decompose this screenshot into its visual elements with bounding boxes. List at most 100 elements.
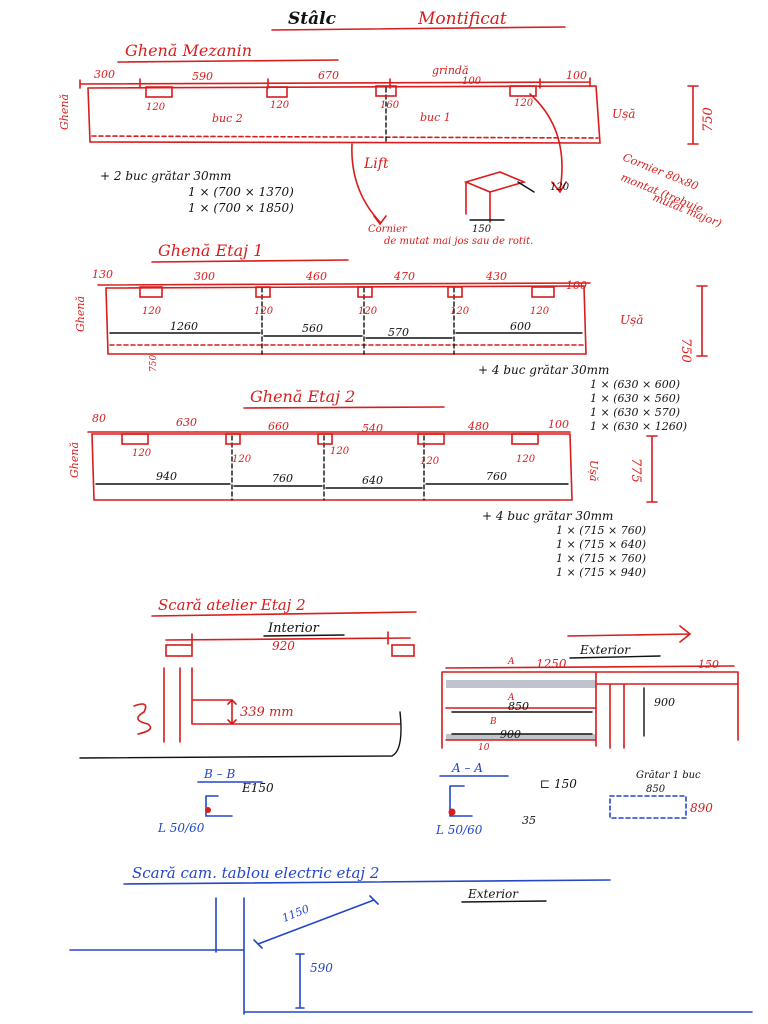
- s2-bdim-2: 560: [302, 322, 323, 335]
- s2-bdim-1: 1260: [170, 320, 198, 333]
- s1-buc2: buc 2: [212, 112, 243, 125]
- s4-interior: Interior: [267, 621, 320, 636]
- s3-note-5: 1 × (715 × 940): [556, 566, 646, 579]
- s1-dim-3: 670: [318, 69, 339, 82]
- s3-dim-4: 540: [362, 422, 383, 435]
- s4-step-left: [165, 644, 193, 657]
- s4-mark-a1: A: [507, 657, 515, 667]
- s2-open-5: 120: [530, 306, 550, 317]
- s3-height-line: [646, 435, 658, 503]
- s5-vert: [295, 953, 305, 1009]
- s3-bdim-4: 760: [486, 470, 507, 483]
- s5-diag-val: 1150: [280, 902, 311, 925]
- s2-dim-4: 470: [393, 270, 415, 283]
- s3-left-label: Ghenă: [68, 442, 81, 478]
- s3-bdim-1: 940: [156, 470, 177, 483]
- s1-title-underline: [117, 59, 339, 63]
- s4-g890: 890: [690, 801, 713, 815]
- s3-title: Ghenă Etaj 2: [250, 387, 355, 406]
- s4-mark-b: B: [489, 717, 497, 727]
- s4-ext-frame: [441, 671, 739, 749]
- s4-width-line: [165, 631, 411, 645]
- s4-height: 339 mm: [240, 705, 294, 720]
- s4-stair-body: [163, 667, 401, 743]
- s4-bb-title: B – B: [203, 767, 235, 781]
- s4-ext-side: 900: [654, 696, 675, 709]
- s5-title: Scară cam. tablou electric etaj 2: [132, 864, 379, 882]
- s5-exterior-underline: [461, 900, 547, 903]
- s1-dim-4: grindă: [432, 64, 469, 77]
- s1-angle-detail: [463, 171, 527, 223]
- s4-gratar: Grătar 1 buc: [636, 770, 701, 781]
- s3-dim-1: 80: [92, 412, 106, 425]
- s1-height-line: [687, 85, 699, 145]
- s2-dim-3: 460: [305, 270, 327, 283]
- s1-buc1: buc 1: [420, 111, 451, 124]
- s3-opening-4: [417, 433, 445, 445]
- s1-angle-dims: [469, 181, 535, 221]
- s1-note-2: 1 × (700 × 1370): [188, 185, 294, 199]
- s4-aa-profile: [449, 785, 473, 817]
- s5-exterior: Exterior: [467, 887, 519, 901]
- s4-gratar-rect: [609, 795, 687, 819]
- s4-bb-profile: [205, 795, 233, 817]
- s5-wall: [69, 897, 753, 1015]
- s1-note-1: + 2 buc grătar 30mm: [100, 169, 231, 183]
- s2-opening-4: [447, 286, 463, 298]
- s2-left-label: Ghenă: [74, 296, 87, 332]
- s2-right-label: Ușă: [620, 313, 643, 327]
- s1-cornier-arrow: [529, 93, 567, 194]
- s2-bdim-3: 570: [388, 326, 409, 339]
- s1-cornier-b1: Cornier: [368, 224, 408, 235]
- s1-open-2: 120: [270, 100, 290, 111]
- s4-exterior: Exterior: [579, 643, 631, 657]
- s4-aa-l50: L 50/60: [435, 823, 483, 837]
- s1-open-1: 120: [146, 102, 166, 113]
- s1-open-4: 120: [514, 98, 534, 109]
- s2-dim-2: 300: [194, 270, 215, 283]
- s3-dim-5: 480: [467, 420, 489, 433]
- s4-bb-weld: [205, 807, 211, 813]
- s3-open-5: 120: [516, 454, 536, 465]
- s3-opening-2: [225, 433, 241, 445]
- s3-bdim-3: 640: [362, 474, 383, 487]
- s2-bottom-dims: [109, 332, 583, 339]
- s4-ext-mid: 850: [508, 700, 529, 713]
- s2-opening-1: [139, 286, 163, 298]
- s1-opening-3: [375, 85, 397, 97]
- s2-small: 750: [149, 355, 159, 372]
- s3-bdim-2: 760: [272, 472, 293, 485]
- s3-opening-3: [317, 433, 333, 445]
- s2-dim-5: 430: [485, 270, 507, 283]
- s2-dimline: [97, 282, 591, 286]
- s3-note-1: + 4 buc grătar 30mm: [482, 509, 613, 523]
- s2-height: 750: [678, 338, 693, 363]
- s1-cornier-b2: de mutat mai jos sau de rotit.: [384, 236, 533, 247]
- s2-title: Ghenă Etaj 1: [158, 241, 263, 260]
- s2-height-line: [696, 285, 708, 357]
- s2-opening-3: [357, 286, 373, 298]
- s3-title-underline: [243, 406, 445, 409]
- s2-bdim-4: 600: [510, 320, 531, 333]
- s3-note-4: 1 × (715 × 760): [556, 552, 646, 565]
- s4-ext-bot-hatch: [446, 734, 596, 740]
- s3-height: 775: [628, 458, 643, 483]
- s3-opening-5: [511, 433, 539, 445]
- s2-note-4: 1 × (630 × 570): [590, 406, 680, 419]
- s3-open-4: 120: [420, 456, 440, 467]
- s1-open-3: 160: [380, 100, 400, 111]
- s4-aa-35: 35: [522, 814, 536, 827]
- s4-width: 920: [272, 639, 295, 653]
- s2-note-5: 1 × (630 × 1260): [590, 420, 687, 433]
- s4-floor: [79, 711, 402, 759]
- s4-height-arrow: [227, 698, 237, 726]
- s1-dim-1: 300: [94, 68, 115, 81]
- s3-bottom-dims: [95, 483, 569, 489]
- s1-opening-1: [145, 86, 173, 98]
- s3-dim-6: 100: [548, 418, 569, 431]
- s1-dim-5: 100: [462, 76, 482, 87]
- s1-height: 750: [701, 107, 716, 132]
- s2-note-3: 1 × (630 × 560): [590, 392, 680, 405]
- s3-dim-3: 660: [268, 420, 289, 433]
